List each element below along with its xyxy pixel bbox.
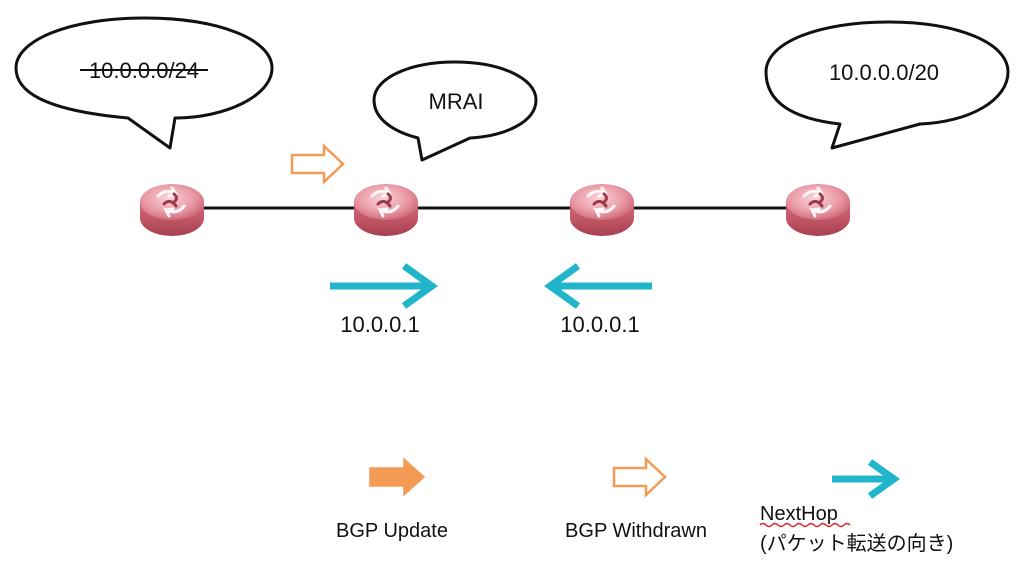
router-icon [138, 182, 206, 238]
legend-withdrawn-arrow [612, 456, 667, 498]
withdrawn-arrow [290, 143, 345, 185]
spellcheck-underline [759, 522, 851, 528]
router-3 [568, 182, 636, 238]
legend-nexthop-label: NextHop [760, 503, 838, 525]
nexthop-label-1: 10.0.0.1 [340, 312, 420, 337]
nexthop-arrow-left [543, 263, 652, 309]
legend-nexthop-arrow [832, 459, 901, 499]
router-icon [568, 182, 636, 238]
router-1 [138, 182, 206, 238]
nexthop-label-2: 10.0.0.1 [560, 312, 640, 337]
router-4 [784, 182, 852, 238]
legend-update-arrow [369, 457, 426, 497]
bubble-right: 10.0.0.0/20 [764, 20, 1010, 150]
legend-withdrawn-label: BGP Withdrawn [565, 520, 707, 542]
router-icon [784, 182, 852, 238]
router-2 [352, 182, 420, 238]
legend: BGP Update BGP Withdrawn NextHop (パケット転送… [336, 456, 953, 555]
router-icon [352, 182, 420, 238]
bubble-right-text: 10.0.0.0/20 [829, 60, 939, 85]
bubble-left: 10.0.0.0/24 [14, 16, 274, 150]
nexthop-arrow-right [330, 263, 439, 309]
bubble-mrai: MRAI [372, 60, 538, 162]
legend-nexthop-sublabel: (パケット転送の向き) [760, 532, 953, 555]
legend-update-label: BGP Update [336, 520, 448, 542]
bubble-mrai-text: MRAI [429, 89, 484, 114]
